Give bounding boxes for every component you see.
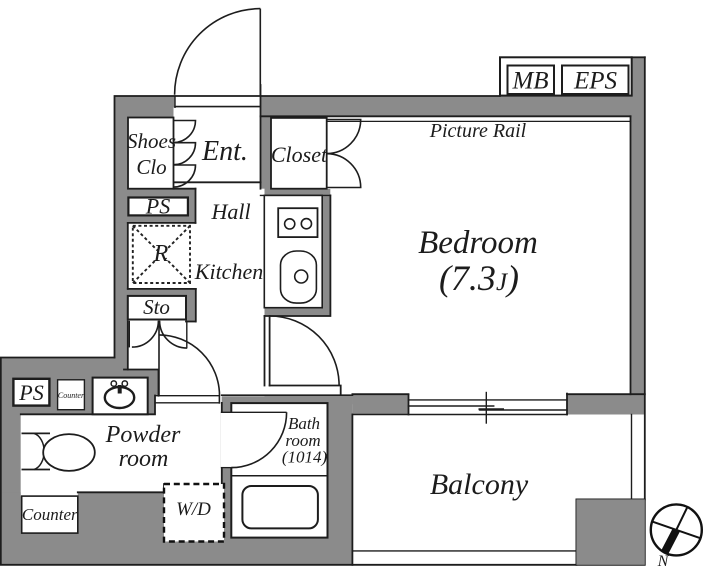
svg-text:Shoes: Shoes <box>127 129 176 153</box>
svg-text:MB: MB <box>511 68 548 95</box>
svg-text:room: room <box>285 431 320 450</box>
svg-text:Balcony: Balcony <box>430 468 529 501</box>
svg-text:(1014): (1014) <box>282 448 328 467</box>
svg-text:Ent.: Ent. <box>201 136 248 167</box>
svg-text:W/D: W/D <box>176 499 211 520</box>
svg-text:Bath: Bath <box>288 414 320 433</box>
svg-text:Hall: Hall <box>210 199 250 224</box>
svg-text:PS: PS <box>18 380 43 405</box>
svg-text:R: R <box>153 241 169 267</box>
svg-text:Counter: Counter <box>22 505 78 524</box>
svg-text:(7.3J): (7.3J) <box>439 258 519 298</box>
svg-text:PS: PS <box>145 194 170 219</box>
svg-text:Picture Rail: Picture Rail <box>429 120 527 142</box>
svg-text:Kitchen: Kitchen <box>194 259 263 284</box>
svg-text:room: room <box>119 446 169 472</box>
svg-text:Clo: Clo <box>136 155 166 179</box>
svg-text:N: N <box>657 553 670 570</box>
svg-text:Closet: Closet <box>271 142 328 167</box>
svg-text:Bedroom: Bedroom <box>418 225 538 261</box>
svg-text:Sto: Sto <box>143 295 170 319</box>
svg-text:EPS: EPS <box>573 68 618 95</box>
svg-text:Counter: Counter <box>58 391 85 400</box>
svg-text:Powder: Powder <box>105 422 181 448</box>
